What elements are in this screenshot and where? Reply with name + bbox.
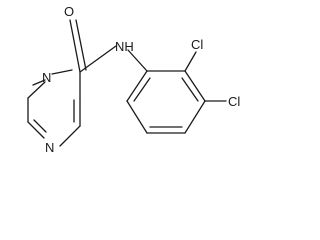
bond-n1-c6-double	[32, 79, 46, 86]
bond-n1-c6	[27, 81, 46, 99]
bond-c2-c3	[184, 70, 206, 102]
dichlorophenyl-ring	[126, 51, 227, 134]
bond-c2-chlorine	[184, 51, 197, 72]
bond-c2-c3-double	[181, 77, 199, 102]
carbonyl-oxygen-label: O	[64, 4, 74, 19]
bond-carbonyl-oxygen	[69, 19, 81, 73]
bond-c5-n4-double	[33, 119, 47, 133]
bond-c5-c6	[126, 100, 148, 134]
bond-nitrogen-phenyl	[127, 49, 148, 72]
bond-c3-c4	[184, 100, 206, 134]
chlorine-3-label: Cl	[228, 94, 240, 109]
pyrazine-nitrogen-4-label: N	[45, 140, 54, 155]
bond-c6-c1	[126, 70, 148, 102]
pyrazine-nitrogen-1-label: N	[42, 70, 51, 85]
amide-nitrogen-label: NH	[115, 39, 134, 54]
bond-carbonyl-oxygen-double	[75, 19, 87, 71]
chlorine-2-label: Cl	[191, 37, 203, 52]
bond-c5-n4	[27, 121, 45, 139]
bond-c2-n1	[51, 69, 73, 75]
bond-c6-c1-double	[133, 77, 151, 102]
pyrazine-ring	[27, 69, 81, 147]
bond-carbonyl-nitrogen	[79, 45, 117, 73]
chemical-structure-diagram: O NH Cl Cl N N	[27, 4, 240, 155]
bond-n4-c3	[59, 125, 81, 147]
amide-group	[69, 19, 148, 99]
